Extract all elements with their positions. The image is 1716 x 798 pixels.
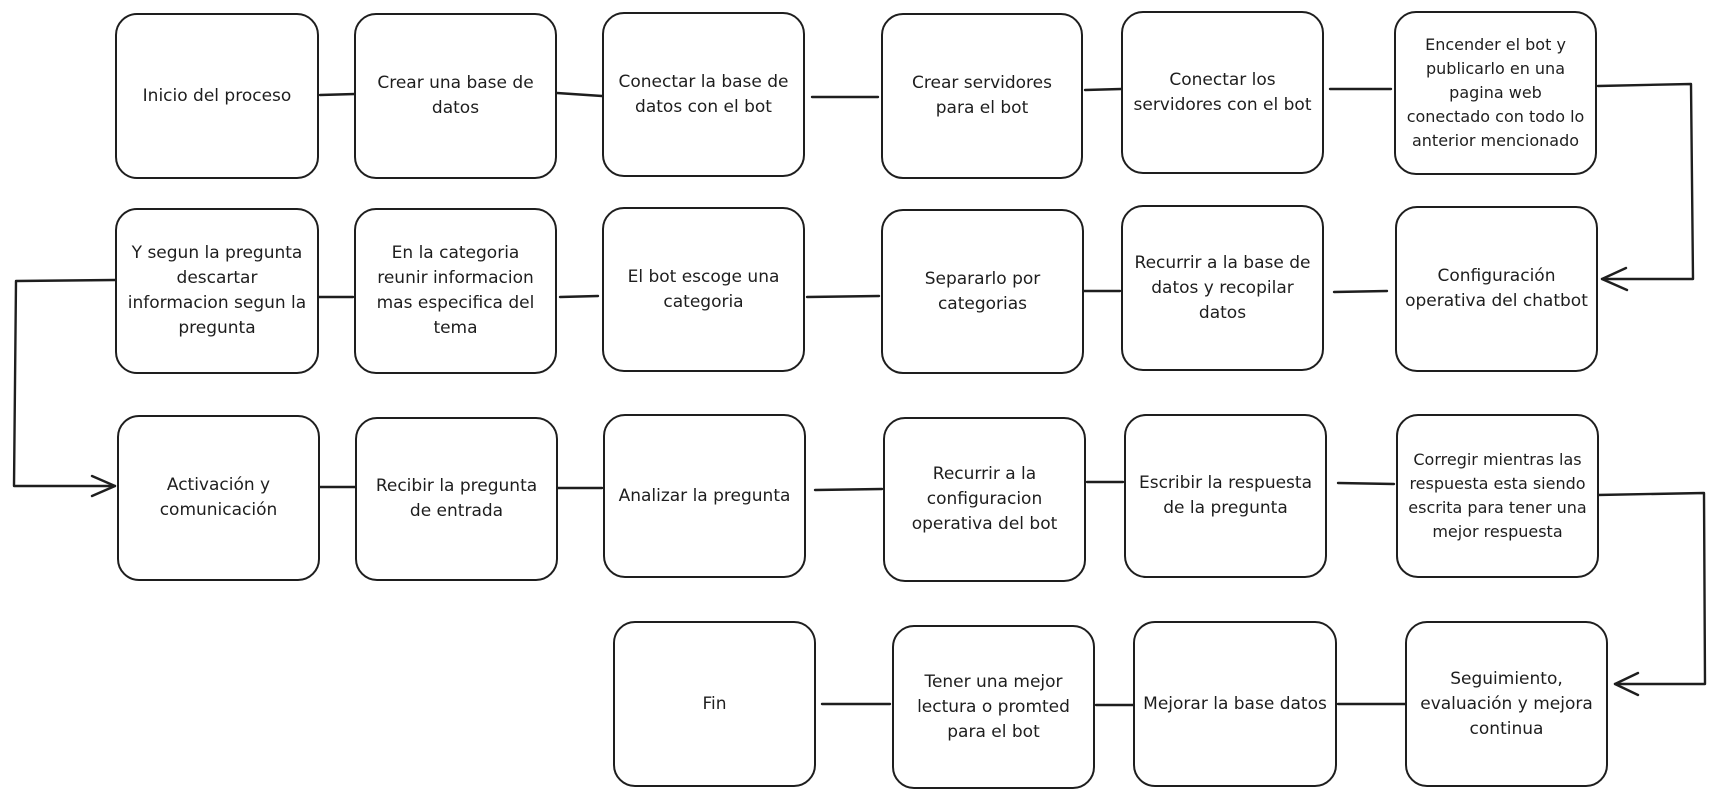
node-recurrir-config: Recurrir a la configuracion operativa de…	[883, 417, 1086, 582]
node-reunir-info-label: En la categoria reunir informacion mas e…	[376, 243, 535, 338]
node-recurrir-config-label: Recurrir a la configuracion operativa de…	[911, 464, 1058, 534]
node-crear-bd-label: Crear una base de datos	[377, 73, 534, 118]
node-mejor-lectura-label: Tener una mejor lectura o promted para e…	[917, 671, 1070, 742]
node-mejorar-bd-label: Mejorar la base datos	[1143, 693, 1327, 714]
node-recibir-pregunta-label: Recibir la pregunta de entrada	[375, 476, 538, 521]
node-configuracion-chatbot-label: Configuración operativa del chatbot	[1405, 266, 1588, 311]
node-crear-bd: Crear una base de datos	[354, 13, 557, 179]
node-recurrir-bd-label: Recurrir a la base de datos y recopilar …	[1134, 252, 1311, 323]
node-crear-servidores-label: Crear servidores para el bot	[912, 73, 1052, 118]
node-recurrir-bd: Recurrir a la base de datos y recopilar …	[1121, 205, 1324, 371]
node-crear-servidores: Crear servidores para el bot	[881, 13, 1083, 179]
node-separar-categorias-label: Separarlo por categorias	[924, 268, 1041, 314]
connector-descartar-activacion	[12, 278, 117, 488]
arrowhead-configuracion	[1600, 266, 1629, 292]
node-conectar-bd: Conectar la base de datos con el bot	[602, 12, 805, 177]
node-mejor-lectura: Tener una mejor lectura o promted para e…	[892, 625, 1095, 789]
arrowhead-activacion	[90, 474, 117, 498]
node-mejorar-bd: Mejorar la base datos	[1133, 621, 1337, 787]
node-escoge-categoria-label: El bot escoge una categoria	[627, 266, 780, 312]
connector-escribir-corregir	[1336, 481, 1396, 486]
connector-crear-bd-conectar-bd	[555, 91, 604, 98]
node-conectar-bd-label: Conectar la base de datos con el bot	[618, 71, 789, 117]
arrowhead-seguimiento	[1613, 671, 1640, 697]
node-corregir-label: Corregir mientras las respuesta esta sie…	[1408, 450, 1587, 541]
node-separar-categorias: Separarlo por categorias	[881, 209, 1084, 374]
node-seguimiento: Seguimiento, evaluación y mejora continu…	[1405, 621, 1608, 787]
node-encender-bot-label: Encender el bot y publicarlo en una pagi…	[1406, 35, 1585, 150]
connector-configuracion-recurrir-bd	[1332, 289, 1389, 294]
node-reunir-info: En la categoria reunir informacion mas e…	[354, 208, 557, 374]
node-encender-bot: Encender el bot y publicarlo en una pagi…	[1394, 11, 1597, 175]
node-fin-label: Fin	[702, 693, 727, 714]
node-escoge-categoria: El bot escoge una categoria	[602, 207, 805, 372]
connector-inicio-crear-bd	[318, 92, 357, 97]
node-descartar-info: Y segun la pregunta descartar informacio…	[115, 208, 319, 374]
node-escribir-respuesta: Escribir la respuesta de la pregunta	[1124, 414, 1327, 578]
node-corregir: Corregir mientras las respuesta esta sie…	[1396, 414, 1599, 578]
node-escribir-respuesta-label: Escribir la respuesta de la pregunta	[1138, 473, 1312, 518]
node-descartar-info-label: Y segun la pregunta descartar informacio…	[127, 243, 307, 338]
node-configuracion-chatbot: Configuración operativa del chatbot	[1395, 206, 1598, 372]
node-fin: Fin	[613, 621, 816, 787]
connector-separar-escoge	[805, 294, 881, 299]
node-conectar-servidores-label: Conectar los servidores con el bot	[1133, 69, 1312, 115]
node-activacion: Activación y comunicación	[117, 415, 320, 581]
node-inicio-label: Inicio del proceso	[142, 85, 292, 106]
node-inicio: Inicio del proceso	[115, 13, 319, 179]
node-analizar-pregunta-label: Analizar la pregunta	[618, 485, 791, 506]
node-activacion-label: Activación y comunicación	[159, 475, 278, 520]
node-analizar-pregunta: Analizar la pregunta	[603, 414, 806, 578]
node-recibir-pregunta: Recibir la pregunta de entrada	[355, 417, 558, 581]
node-seguimiento-label: Seguimiento, evaluación y mejora continu…	[1420, 668, 1593, 739]
node-conectar-servidores: Conectar los servidores con el bot	[1121, 11, 1324, 174]
connector-corregir-seguimiento	[1595, 491, 1707, 686]
connector-crear-servidores-conectar-servidores	[1083, 87, 1123, 92]
connector-analizar-recurrir-config	[813, 487, 884, 492]
connector-escoge-reunir	[558, 294, 600, 299]
connector-encender-configuracion	[1596, 82, 1695, 281]
